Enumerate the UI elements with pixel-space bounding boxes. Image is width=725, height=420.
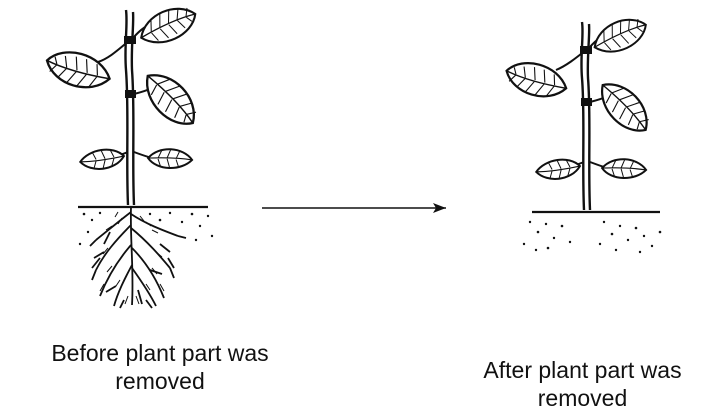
leaf-before-low-right (147, 147, 192, 170)
leaf-before-low-left (79, 148, 124, 171)
leaf-after-low-right (601, 157, 646, 180)
caption-after: After plant part was removed (440, 356, 725, 412)
caption-before-line1: Before plant part was (0, 339, 320, 367)
leaf-before-mid-right (137, 64, 204, 135)
leaf-after-top-left (502, 55, 571, 105)
caption-before: Before plant part was removed (0, 339, 320, 395)
transition-arrow (262, 203, 446, 213)
plant-before (42, 2, 213, 308)
soil-dots-before (79, 212, 213, 245)
leaf-after-top-right (589, 13, 651, 58)
plant-after (502, 13, 661, 253)
caption-before-line2: removed (0, 367, 320, 395)
leaf-before-top-left (42, 44, 114, 97)
roots-before (90, 207, 186, 308)
leaf-after-low-left (535, 158, 580, 181)
leaf-before-top-right (135, 2, 200, 50)
caption-after-line2: removed (440, 384, 725, 412)
leaf-after-mid-right (593, 74, 657, 141)
soil-dots-after (523, 221, 662, 253)
caption-after-line1: After plant part was (440, 356, 725, 384)
